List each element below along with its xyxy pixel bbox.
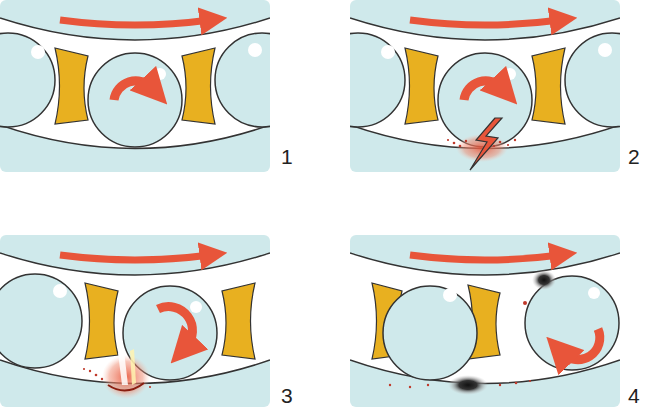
callout-number: 4	[628, 385, 640, 406]
callout-number: 1	[281, 146, 293, 167]
callout-number: 2	[628, 146, 640, 167]
callout-number: 3	[281, 385, 293, 406]
